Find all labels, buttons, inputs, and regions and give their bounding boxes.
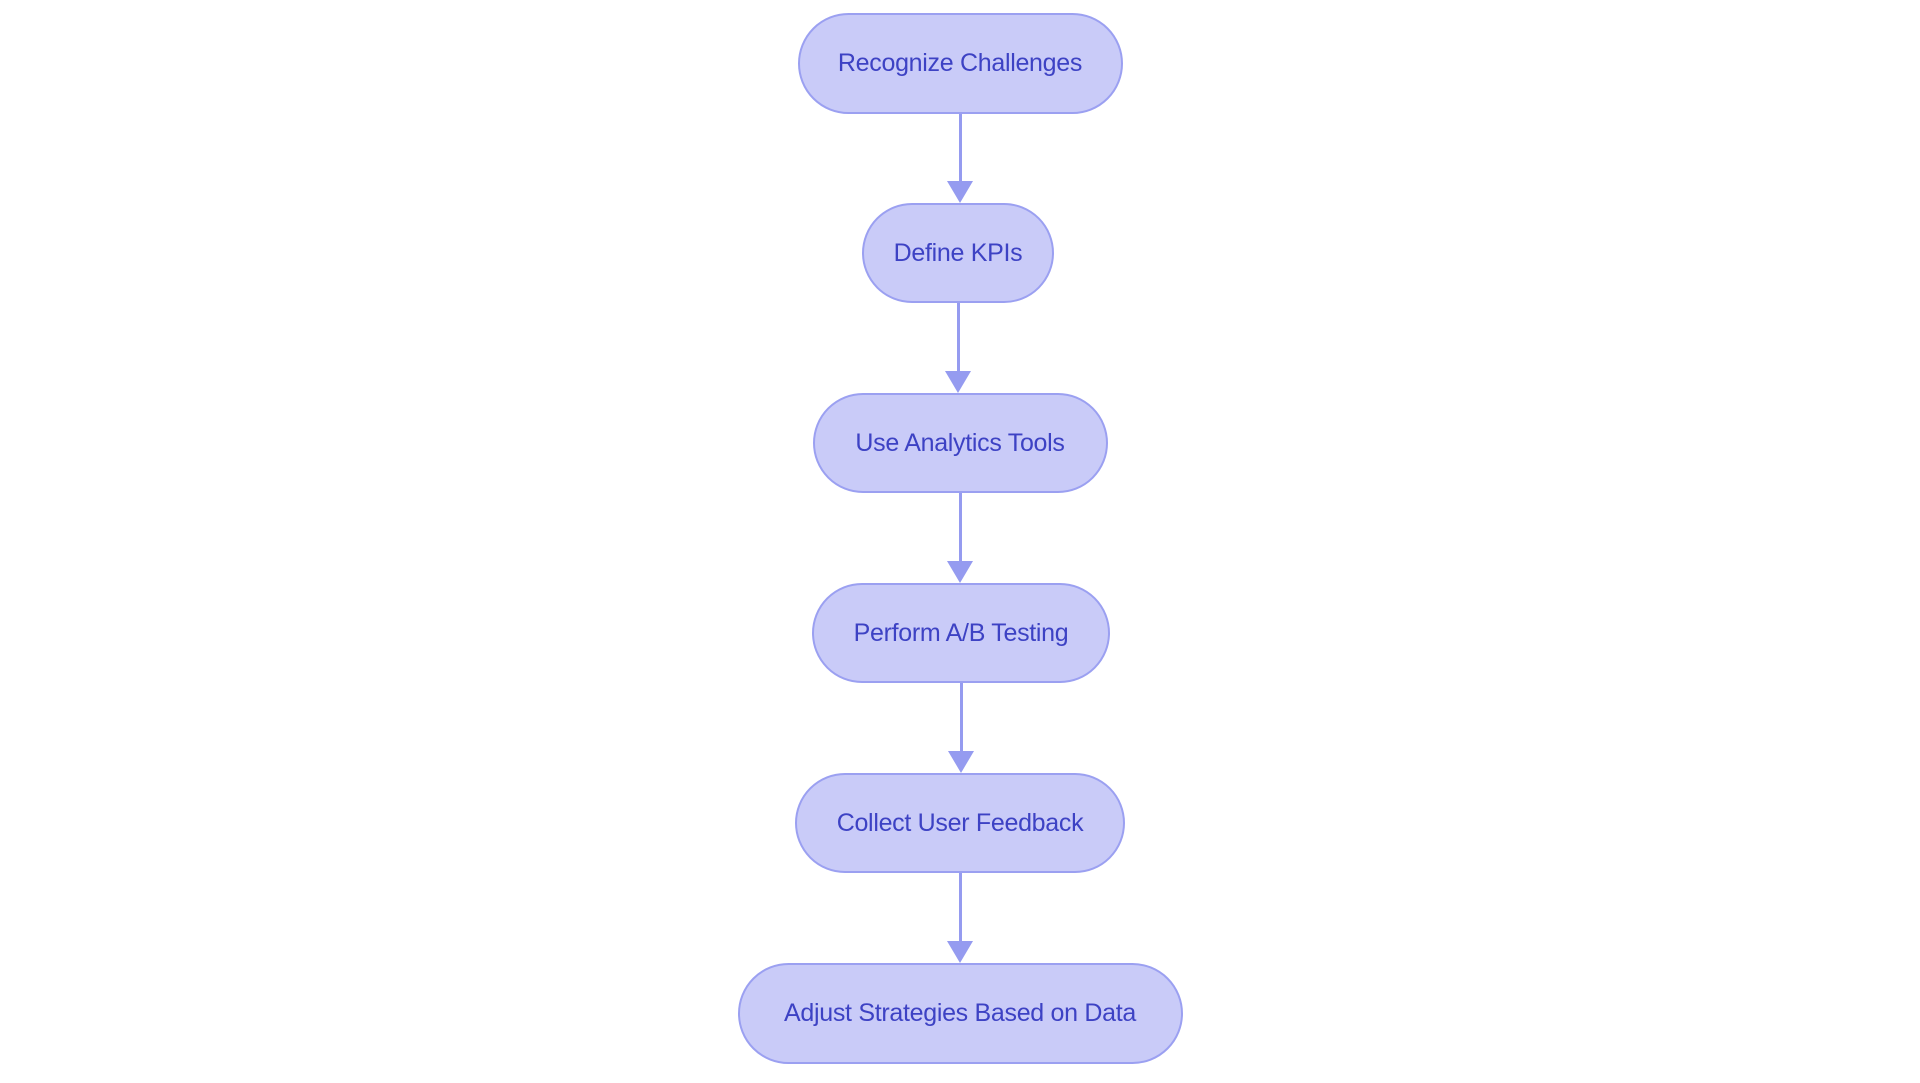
flow-edge-1	[947, 114, 973, 203]
flow-node-label: Perform A/B Testing	[853, 618, 1069, 647]
arrow-head-icon	[947, 941, 973, 963]
flow-edge-3	[947, 493, 973, 583]
flow-node-define-kpis: Define KPIs	[862, 203, 1054, 303]
arrow-head-icon	[945, 371, 971, 393]
arrow-line	[959, 683, 963, 753]
flow-edge-4	[948, 683, 974, 773]
arrow-head-icon	[948, 751, 974, 773]
flow-node-label: Use Analytics Tools	[855, 428, 1065, 457]
flow-node-label: Recognize Challenges	[837, 49, 1083, 77]
flow-node-perform-ab-testing: Perform A/B Testing	[812, 583, 1110, 683]
arrow-line	[958, 114, 962, 183]
flow-node-use-analytics-tools: Use Analytics Tools	[812, 393, 1108, 493]
flow-node-label: Collect User Feedback	[836, 808, 1084, 837]
flow-edge-5	[947, 873, 973, 963]
arrow-line	[958, 493, 962, 563]
arrow-line	[956, 303, 960, 373]
flow-node-collect-user-feedback: Collect User Feedback	[795, 773, 1125, 873]
flow-node-recognize-challenges: Recognize Challenges	[797, 13, 1123, 114]
flow-edge-2	[945, 303, 971, 393]
flow-node-adjust-strategies: Adjust Strategies Based on Data	[737, 963, 1183, 1064]
flow-node-label: Adjust Strategies Based on Data	[783, 999, 1137, 1027]
arrow-head-icon	[947, 561, 973, 583]
arrow-head-icon	[947, 181, 973, 203]
arrow-line	[958, 873, 962, 943]
flow-node-label: Define KPIs	[893, 238, 1023, 267]
